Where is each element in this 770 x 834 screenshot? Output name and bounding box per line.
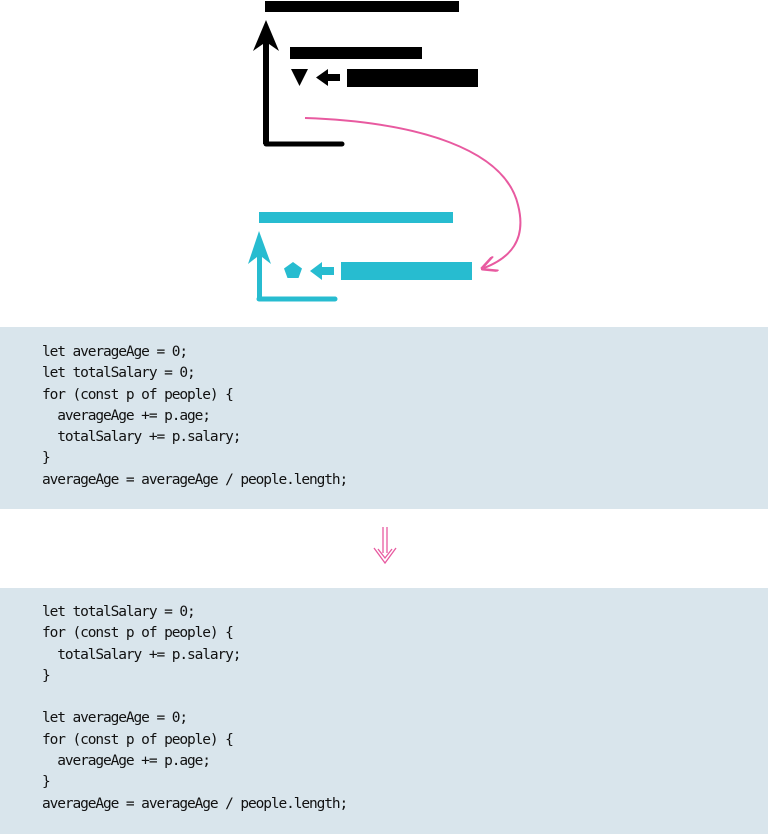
code-line: for (const p of people) { <box>42 625 234 642</box>
after-up-arrow-icon <box>248 231 271 299</box>
after-top-bar <box>259 212 453 223</box>
double-down-arrow-icon <box>373 527 397 565</box>
before-top-bar <box>265 1 459 12</box>
code-after-block: let totalSalary = 0; for (const p of peo… <box>0 588 768 834</box>
code-before: let averageAge = 0; let totalSalary = 0;… <box>42 342 768 491</box>
code-after: let totalSalary = 0; for (const p of peo… <box>42 602 768 815</box>
triangle-marker-icon <box>291 69 308 86</box>
code-line: let averageAge = 0; <box>42 710 188 727</box>
code-before-block: let averageAge = 0; let totalSalary = 0;… <box>0 327 768 509</box>
after-right-bar <box>341 262 472 280</box>
transition-curve-arrow <box>304 117 522 268</box>
code-line: averageAge = averageAge / people.length; <box>42 795 348 812</box>
before-up-arrow-icon <box>253 20 279 144</box>
code-line: } <box>42 667 51 684</box>
code-line: let averageAge = 0; <box>42 344 188 360</box>
after-structure <box>248 212 472 302</box>
before-structure <box>253 1 478 147</box>
before-left-arrow-icon <box>316 69 340 86</box>
code-line: } <box>42 450 51 467</box>
code-line: averageAge += p.age; <box>42 753 211 770</box>
code-line: averageAge += p.age; <box>42 407 211 424</box>
refactoring-diagram <box>248 1 522 302</box>
code-line: for (const p of people) { <box>42 731 234 748</box>
code-line: averageAge = averageAge / people.length; <box>42 471 348 488</box>
code-line: let totalSalary = 0; <box>42 604 196 620</box>
before-right-bar <box>347 69 478 87</box>
after-left-arrow-icon <box>310 262 334 280</box>
code-line: for (const p of people) { <box>42 386 234 403</box>
code-line: let totalSalary = 0; <box>42 365 196 382</box>
code-line: } <box>42 774 51 791</box>
code-line: totalSalary += p.salary; <box>42 646 241 663</box>
pentagon-marker-icon <box>284 262 302 278</box>
code-line: totalSalary += p.salary; <box>42 429 241 446</box>
before-mid-bar <box>290 47 422 59</box>
